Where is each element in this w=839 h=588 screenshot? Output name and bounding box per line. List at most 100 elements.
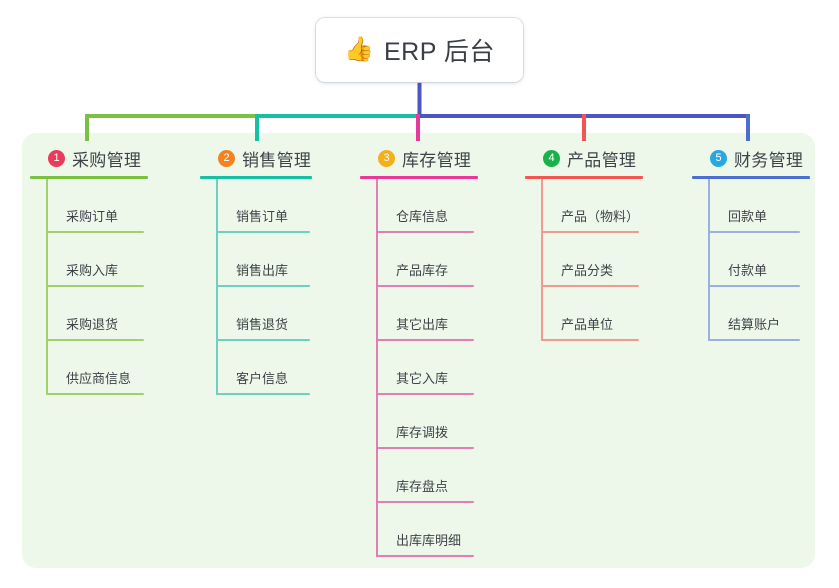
branch-column-5: 5 财务管理回款单付款单结算账户 <box>692 145 810 341</box>
branch-item-list: 销售订单销售出库销售退货客户信息 <box>200 179 312 395</box>
branch-header-5[interactable]: 5 财务管理 <box>692 145 810 171</box>
branch-item[interactable]: 客户信息 <box>200 341 312 395</box>
branch-item[interactable]: 采购入库 <box>30 233 148 287</box>
branch-item-underline <box>46 231 144 233</box>
branch-spine <box>708 179 710 341</box>
branch-title: 财务管理 <box>734 150 804 170</box>
branch-item-label: 出库库明细 <box>396 533 462 548</box>
branch-column-3: 3 库存管理仓库信息产品库存其它出库其它入库库存调拨库存盘点出库库明细 <box>360 145 478 557</box>
branch-item-label: 仓库信息 <box>396 209 449 224</box>
root-title: ERP 后台 <box>383 38 495 66</box>
branch-item-label: 付款单 <box>728 263 768 278</box>
branch-item[interactable]: 库存调拨 <box>360 395 478 449</box>
branch-item-list: 回款单付款单结算账户 <box>692 179 810 341</box>
branch-spine <box>46 179 48 395</box>
branch-item-underline <box>216 393 310 395</box>
branch-underline <box>30 176 148 179</box>
branch-item[interactable]: 采购订单 <box>30 179 148 233</box>
branch-item-label: 采购入库 <box>66 263 119 278</box>
branch-title: 采购管理 <box>72 150 142 170</box>
branch-header-2[interactable]: 2 销售管理 <box>200 145 312 171</box>
branch-item-underline <box>376 285 474 287</box>
branch-item-label: 回款单 <box>728 209 768 224</box>
branch-item[interactable]: 供应商信息 <box>30 341 148 395</box>
branch-item-underline <box>216 285 310 287</box>
branch-item-underline <box>376 393 474 395</box>
branch-item-underline <box>541 339 639 341</box>
branch-item-underline <box>46 285 144 287</box>
branch-item[interactable]: 销售出库 <box>200 233 312 287</box>
branch-item[interactable]: 产品（物料） <box>525 179 643 233</box>
branch-item-label: 其它出库 <box>396 317 449 332</box>
branch-item-label: 其它入库 <box>396 371 449 386</box>
branch-item-label: 产品单位 <box>561 317 614 332</box>
branch-column-1: 1 采购管理采购订单采购入库采购退货供应商信息 <box>30 145 148 395</box>
branch-number-badge: 2 <box>218 149 235 167</box>
branch-item-label: 结算账户 <box>728 317 781 332</box>
branch-item[interactable]: 其它入库 <box>360 341 478 395</box>
branch-item[interactable]: 仓库信息 <box>360 179 478 233</box>
branch-item-underline <box>46 393 144 395</box>
branch-item-underline <box>708 339 800 341</box>
branch-item-label: 销售出库 <box>236 263 289 278</box>
branch-header-4[interactable]: 4 产品管理 <box>525 145 643 171</box>
branch-item-underline <box>376 447 474 449</box>
branch-item-label: 客户信息 <box>236 371 289 386</box>
branch-spine <box>376 179 378 557</box>
branch-item-underline <box>376 501 474 503</box>
branch-title: 产品管理 <box>567 150 637 170</box>
branch-title: 库存管理 <box>402 150 472 170</box>
branch-number-badge: 4 <box>543 149 560 167</box>
branch-header-3[interactable]: 3 库存管理 <box>360 145 478 171</box>
branch-item-label: 销售退货 <box>236 317 289 332</box>
branch-spine <box>541 179 543 341</box>
branch-item-underline <box>376 555 474 557</box>
branch-item-label: 采购退货 <box>66 317 119 332</box>
branch-spine <box>216 179 218 395</box>
branch-item-list: 采购订单采购入库采购退货供应商信息 <box>30 179 148 395</box>
branch-item[interactable]: 回款单 <box>692 179 810 233</box>
branch-header-1[interactable]: 1 采购管理 <box>30 145 148 171</box>
branch-item-label: 产品分类 <box>561 263 614 278</box>
branch-item[interactable]: 采购退货 <box>30 287 148 341</box>
branch-item[interactable]: 销售退货 <box>200 287 312 341</box>
branch-item-label: 库存盘点 <box>396 479 449 494</box>
branch-item-underline <box>376 339 474 341</box>
branch-item-underline <box>708 231 800 233</box>
branch-item[interactable]: 产品分类 <box>525 233 643 287</box>
branch-underline <box>525 176 643 179</box>
branch-item-underline <box>708 285 800 287</box>
branch-item-underline <box>541 285 639 287</box>
branch-underline <box>692 176 810 179</box>
branch-item[interactable]: 出库库明细 <box>360 503 478 557</box>
branch-item[interactable]: 销售订单 <box>200 179 312 233</box>
branch-number-badge: 1 <box>48 149 65 167</box>
branch-number-badge: 5 <box>710 149 727 167</box>
branch-item-underline <box>376 231 474 233</box>
branch-item-label: 销售订单 <box>236 209 289 224</box>
branch-item[interactable]: 产品单位 <box>525 287 643 341</box>
branch-item-list: 产品（物料） 产品分类产品单位 <box>525 179 643 341</box>
diagram-background-panel <box>22 133 815 568</box>
branch-title: 销售管理 <box>242 150 312 170</box>
branch-item-underline <box>541 231 639 233</box>
branch-item[interactable]: 结算账户 <box>692 287 810 341</box>
branch-underline <box>360 176 478 179</box>
branch-item-underline <box>216 231 310 233</box>
branch-item[interactable]: 产品库存 <box>360 233 478 287</box>
branch-item[interactable]: 其它出库 <box>360 287 478 341</box>
branch-item-list: 仓库信息产品库存其它出库其它入库库存调拨库存盘点出库库明细 <box>360 179 478 557</box>
branch-underline <box>200 176 312 179</box>
branch-item[interactable]: 库存盘点 <box>360 449 478 503</box>
branch-item[interactable]: 付款单 <box>692 233 810 287</box>
branch-item-label: 供应商信息 <box>66 371 132 386</box>
thumbs-up-icon: 👍 <box>344 36 374 63</box>
branch-column-2: 2 销售管理销售订单销售出库销售退货客户信息 <box>200 145 312 395</box>
branch-item-underline <box>216 339 310 341</box>
branch-number-badge: 3 <box>378 149 395 167</box>
branch-item-underline <box>46 339 144 341</box>
root-node[interactable]: 👍 ERP 后台 <box>316 18 523 82</box>
branch-item-label: 采购订单 <box>66 209 119 224</box>
